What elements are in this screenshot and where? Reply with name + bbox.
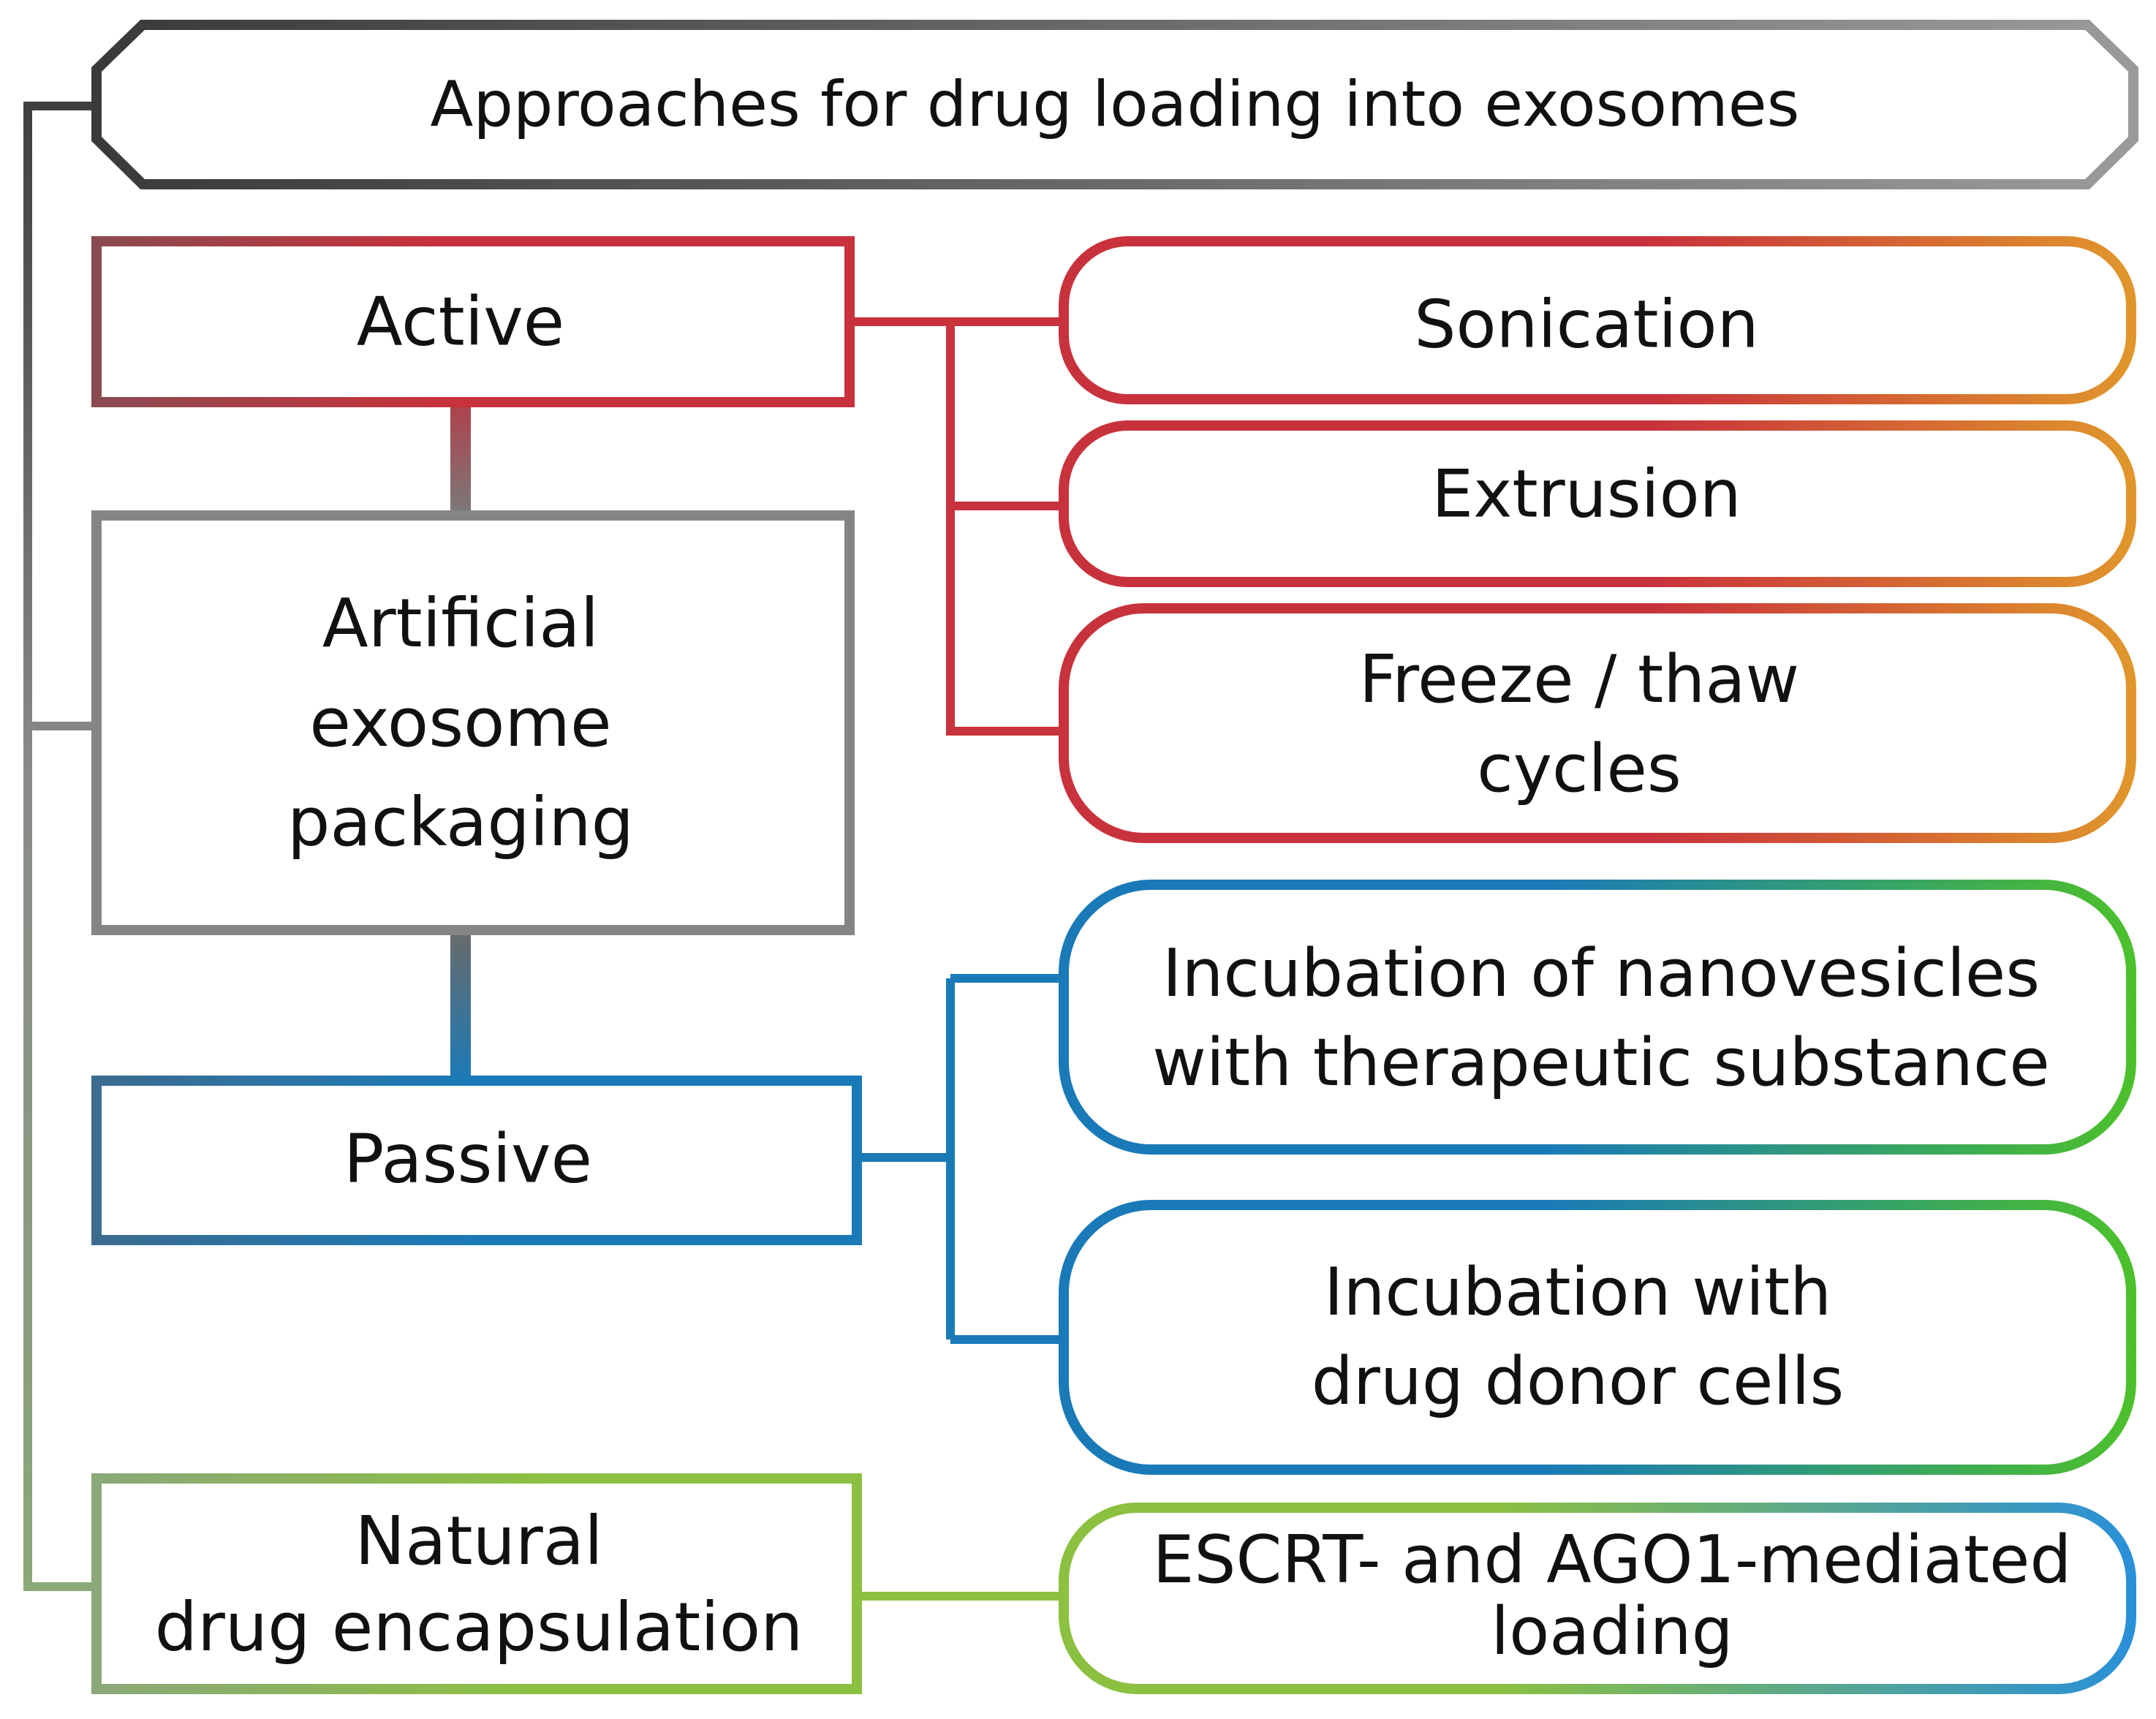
text-line: Artificial (322, 584, 599, 662)
active-label: Active (357, 283, 565, 361)
text-line: drug donor cells (1312, 1343, 1845, 1420)
sonication-label: Sonication (1414, 287, 1758, 363)
text-line: ESCRT- and AGO1-mediated (1153, 1522, 2072, 1598)
node-artificial-packaging: Artificial exosome packaging (91, 510, 855, 935)
freeze-thaw-label: Freeze / thaw cycles (1359, 641, 1799, 807)
title-box (91, 20, 2138, 189)
extrusion-label: Extrusion (1431, 456, 1741, 533)
text-line: Incubation with (1324, 1254, 1831, 1331)
page-title: Approaches for drug loading into exosome… (431, 68, 1800, 141)
text-line: packaging (287, 783, 634, 861)
text-line: Incubation of nanovesicles (1162, 935, 2040, 1012)
active-branch-connector (850, 317, 1064, 736)
title-banner: Approaches for drug loading into exosome… (91, 20, 2138, 189)
incubation-donor-box (1059, 1200, 2136, 1475)
incubation-nanovesicles-box (1059, 880, 2136, 1155)
node-freeze-thaw: Freeze / thaw cycles (1059, 603, 2136, 843)
node-extrusion: Extrusion (1059, 420, 2136, 587)
node-sonication: Sonication (1059, 236, 2136, 404)
incubation-nanovesicles-label: Incubation of nanovesicles with therapeut… (1152, 935, 2050, 1101)
node-passive: Passive (91, 1076, 862, 1245)
active-box (91, 236, 855, 407)
artificial-box (91, 510, 855, 935)
incubation-donor-label: Incubation with drug donor cells (1312, 1254, 1845, 1420)
natural-label: Natural drug encapsulation (155, 1502, 803, 1666)
escrt-box (1059, 1503, 2136, 1694)
text-line: with therapeutic substance (1152, 1024, 2050, 1101)
sonication-box (1059, 236, 2136, 404)
text-line: loading (1491, 1593, 1733, 1670)
text-line: exosome (309, 684, 611, 762)
extrusion-box (1059, 420, 2136, 587)
passive-label: Passive (344, 1120, 592, 1198)
natural-box (91, 1473, 862, 1694)
freeze-thaw-box (1059, 603, 2136, 843)
artificial-label: Artificial exosome packaging (287, 584, 634, 861)
text-line: cycles (1477, 730, 1682, 807)
connectors (23, 102, 1064, 1601)
node-incubation-nanovesicles: Incubation of nanovesicles with therapeut… (1059, 880, 2136, 1155)
node-incubation-donor-cells: Incubation with drug donor cells (1059, 1200, 2136, 1475)
passive-box (91, 1076, 862, 1245)
node-natural: Natural drug encapsulation (91, 1473, 862, 1694)
text-line: drug encapsulation (155, 1588, 803, 1666)
node-active: Active (91, 236, 855, 407)
spine-connector (23, 102, 97, 1591)
text-line: Freeze / thaw (1359, 641, 1799, 718)
text-line: Natural (355, 1502, 602, 1580)
passive-branch-connector (857, 974, 1064, 1344)
